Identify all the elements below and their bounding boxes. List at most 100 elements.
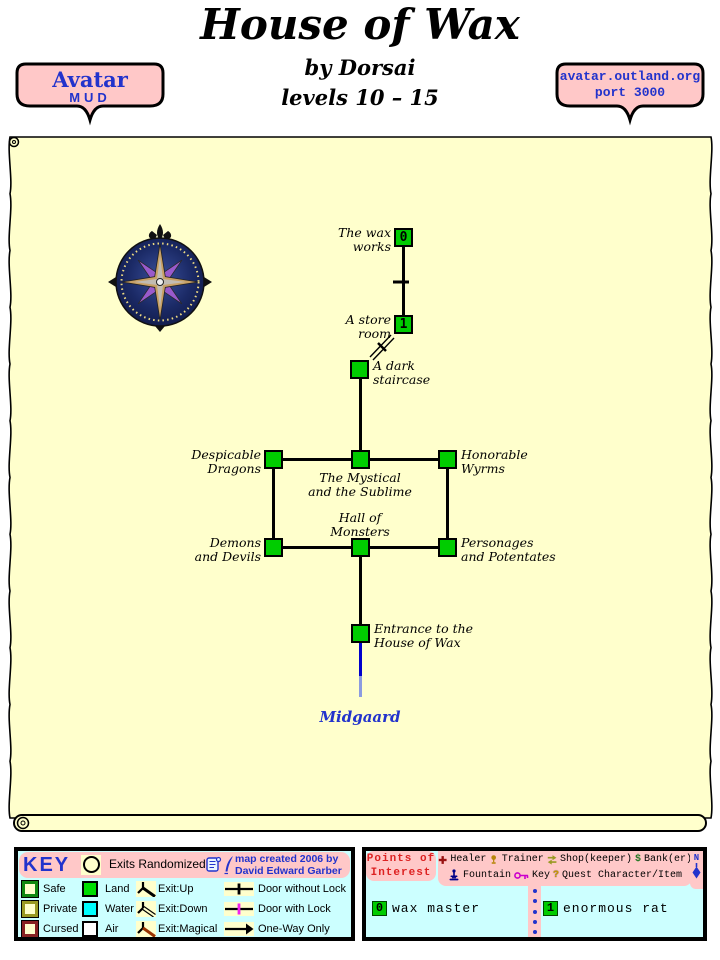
room-dark-staircase [350, 360, 369, 379]
poi-legend-row2: Fountain Key ? Quest Character/Item [438, 869, 692, 881]
compass-rose-icon [108, 224, 212, 332]
divider-dot [532, 899, 537, 904]
trainer-icon [491, 855, 497, 864]
room-entrance [351, 624, 370, 643]
randomized-exits-icon [81, 855, 101, 875]
key-label-exit-magical: Exit:Magical [158, 923, 218, 935]
legend-shop: Shop(keeper) [559, 854, 632, 865]
badge-shape [555, 62, 705, 126]
room-label: A dark staircase [373, 358, 431, 387]
poi-divider [528, 886, 541, 937]
level-range: levels 10 – 15 [281, 85, 439, 110]
room-demons-devils [264, 538, 283, 557]
door-with-lock-icon [224, 902, 254, 916]
key-label-cursed: Cursed [43, 923, 79, 935]
exit-down-icon [136, 901, 156, 918]
room-store-room: 1 [394, 315, 413, 334]
room-number: 0 [399, 230, 408, 245]
map-credit: map created 2006 by David Edward Garber [205, 853, 342, 877]
scroll-roll [13, 814, 707, 832]
key-label-air: Air [105, 923, 119, 935]
room-label: Personages and Potentates [461, 535, 556, 564]
badge-shape [15, 62, 165, 126]
poi-entry-name: wax master [392, 901, 481, 916]
key-label-door: Door without Lock [258, 883, 347, 895]
banker-icon: $ [634, 854, 641, 865]
exit-up-icon [136, 881, 156, 898]
room-label: Demons and Devils [194, 535, 261, 564]
shopkeeper-icon [547, 855, 557, 865]
room-number: 1 [399, 317, 408, 332]
legend-quest: Quest Character/Item [562, 869, 683, 881]
poi-legend-band: Healer Trainer Shop(keeper) $ Bank(er) [438, 851, 692, 886]
one-way-icon [224, 922, 254, 936]
room-label: Despicable Dragons [191, 447, 261, 476]
divider-dot [532, 909, 537, 914]
air-swatch [82, 921, 98, 937]
poi-number-badge: 0 [372, 901, 387, 916]
north-indicator-icon: N [690, 851, 703, 889]
server-host: avatar.outland.org [559, 69, 701, 84]
legend-bank: Bank(er) [643, 854, 692, 865]
page-title: House of Wax [200, 0, 520, 49]
mud-sub: MUD [69, 90, 111, 105]
key-label-water: Water [105, 903, 134, 915]
poi-number-badge: 1 [543, 901, 558, 916]
land-swatch [82, 881, 98, 897]
scroll-icon [206, 856, 222, 872]
room-label: Hall of Monsters [330, 510, 390, 539]
room-hall-of-monsters [351, 538, 370, 557]
quill-icon [224, 856, 233, 875]
room-label: Entrance to the House of Wax [374, 621, 474, 650]
healer-icon [438, 855, 447, 864]
legend-trainer: Trainer [501, 854, 544, 865]
legend-healer: Healer [450, 854, 487, 865]
server-port: port 3000 [594, 85, 666, 100]
poi-panel: Points of Interest Healer Trainer Shop(k… [362, 847, 707, 941]
room-mystical-sublime [351, 450, 370, 469]
north-needle-icon [692, 863, 701, 879]
water-swatch [82, 901, 98, 917]
key-icon [514, 871, 529, 879]
room-label: A store room [345, 312, 391, 341]
key-label-safe: Safe [43, 883, 66, 895]
room-personages-potentates [438, 538, 457, 557]
key-label-exit-up: Exit:Up [158, 883, 194, 895]
room-honorable-wyrms [438, 450, 457, 469]
zone-exit-label: Midgaard [319, 708, 401, 726]
fountain-icon [449, 869, 459, 881]
divider-dot [532, 930, 537, 934]
mud-badge: Avatar MUD [15, 62, 165, 126]
door-without-lock-icon [224, 882, 254, 896]
poi-entry-enormous-rat: 1 enormous rat [543, 901, 669, 916]
room-label: The Mystical and the Sublime [308, 470, 412, 499]
key-label-private: Private [43, 903, 78, 915]
legend-fountain: Fountain [462, 869, 511, 881]
legend-key: Key [531, 869, 550, 881]
address-badge: avatar.outland.org port 3000 [555, 62, 705, 126]
cursed-swatch [21, 920, 39, 938]
exit-magical-icon [136, 921, 156, 938]
mud-name: Avatar [52, 67, 128, 92]
key-label-exit-down: Exit:Down [158, 903, 208, 915]
room-wax-works: 0 [394, 228, 413, 247]
poi-entry-name: enormous rat [563, 901, 669, 916]
poi-entry-wax-master: 0 wax master [372, 901, 480, 916]
key-header-band: KEY Exits Randomized map created 2006 by… [19, 852, 350, 878]
poi-title: Points of Interest [366, 851, 436, 881]
divider-dot [532, 919, 537, 924]
private-swatch [21, 900, 39, 918]
north-label: N [693, 853, 700, 863]
key-label-one-way: One-Way Only [258, 923, 330, 935]
poi-legend-row1: Healer Trainer Shop(keeper) $ Bank(er) [438, 853, 692, 866]
safe-swatch [21, 880, 39, 898]
credit-text: map created 2006 by David Edward Garber [235, 853, 342, 878]
room-label: Honorable Wyrms [461, 447, 528, 476]
randomized-label: Exits Randomized [109, 857, 206, 871]
key-label-land: Land [105, 883, 130, 895]
quest-icon: ? [552, 869, 559, 881]
room-label: The wax works [338, 225, 391, 254]
divider-dot [532, 889, 537, 893]
author-byline: by Dorsai [304, 55, 416, 80]
